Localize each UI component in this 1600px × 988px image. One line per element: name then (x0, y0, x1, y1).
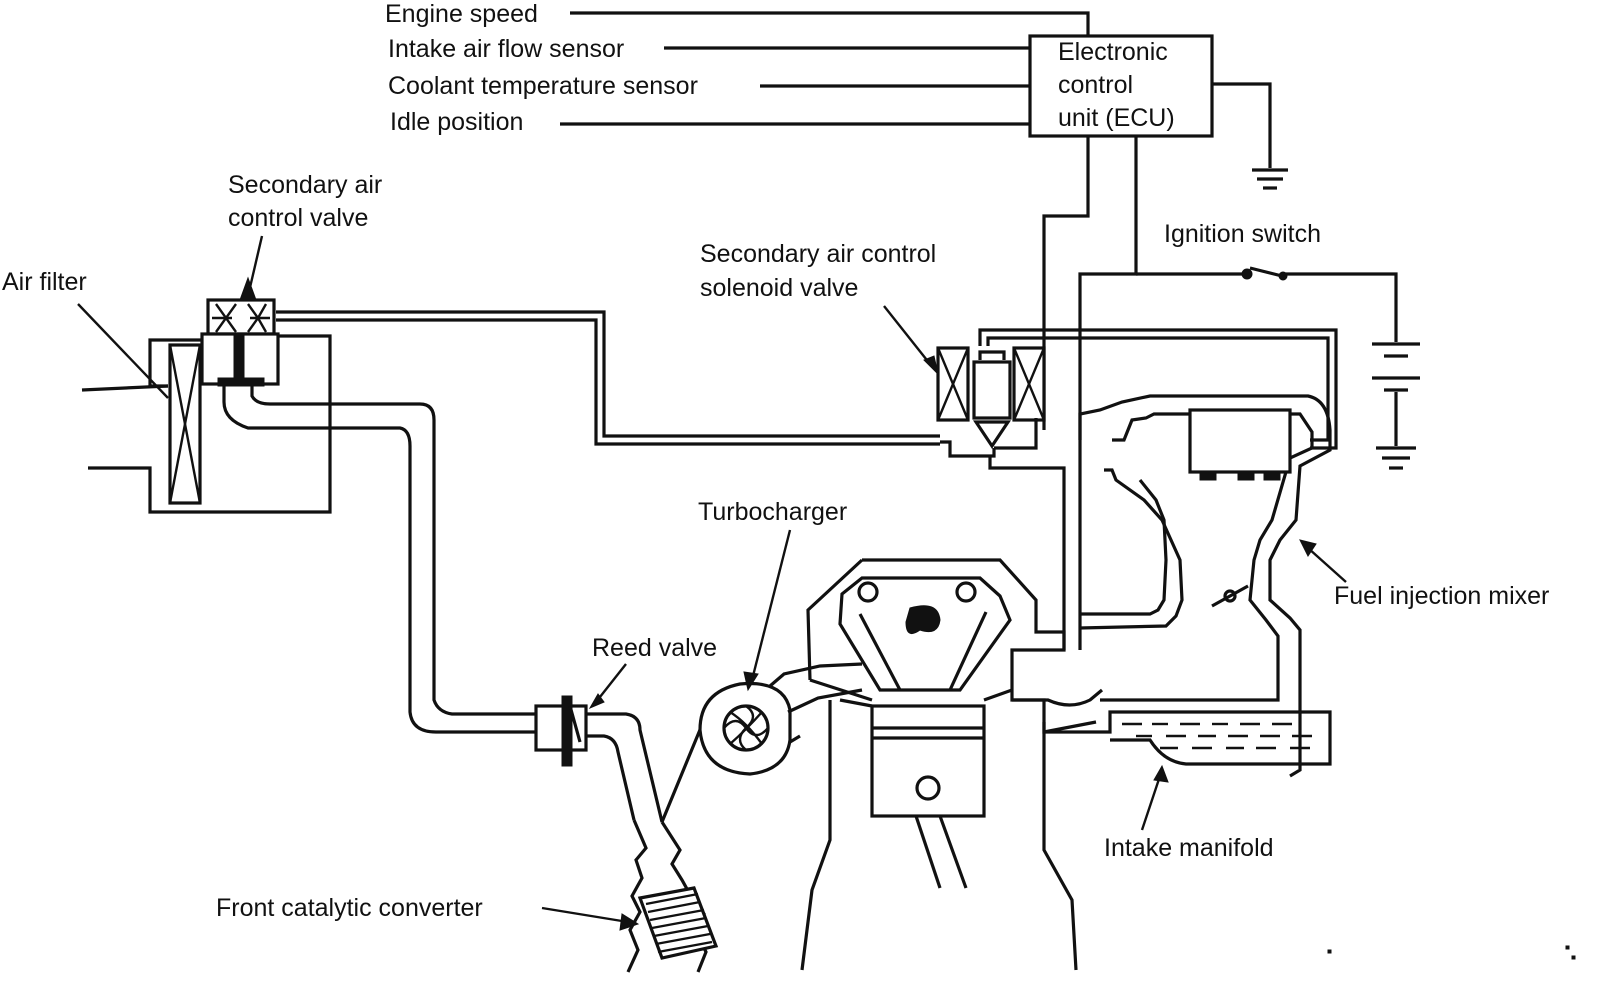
front-catalytic-converter-label: Front catalytic converter (216, 894, 483, 922)
air-filter: Air filter (2, 268, 332, 514)
catalytic-converter-leader (541, 906, 629, 924)
ecu-label-line-3: unit (ECU) (1058, 104, 1175, 132)
reed-valve: Reed valve (534, 634, 717, 823)
ecu-output-wires: Ignition switch (1042, 136, 1398, 650)
intake-manifold-leader (1140, 775, 1162, 831)
intake-air-flow-sensor-label: Intake air flow sensor (388, 35, 624, 63)
air-filter-leader (77, 303, 169, 399)
ecu-label-line-2: control (1058, 71, 1133, 99)
vacuum-line (276, 310, 940, 446)
solenoid-valve-leader (883, 305, 931, 365)
secondary-air-control-valve-label-1: Secondary air (228, 171, 382, 199)
intake-manifold-label: Intake manifold (1104, 834, 1274, 862)
idle-position-label: Idle position (390, 108, 523, 136)
secondary-air-control-solenoid-valve: Secondary air control solenoid valve (700, 240, 1338, 650)
intake-manifold: Intake manifold (1042, 710, 1332, 862)
ecu-label-line-1: Electronic (1058, 38, 1168, 66)
fuel-injection-mixer-leader (1307, 547, 1347, 583)
secondary-air-control-valve-label-2: control valve (228, 204, 368, 232)
turbocharger: Turbocharger (698, 498, 863, 776)
solenoid-valve-label-1: Secondary air control (700, 240, 936, 268)
secondary-air-control-valve: Secondary air control valve (200, 171, 382, 387)
ecu-ground-symbol (1212, 82, 1288, 190)
ignition-switch-blade (1249, 266, 1283, 278)
coolant-temperature-sensor-label: Coolant temperature sensor (388, 72, 698, 100)
scan-specks (1327, 945, 1576, 960)
fuel-injector-body (1188, 408, 1292, 474)
ecu-input-signals: Engine speed Intake air flow sensor Cool… (385, 0, 1090, 136)
ignition-switch-contact (1241, 268, 1253, 280)
fuel-injection-mixer: Fuel injection mixer (1078, 394, 1549, 778)
ecu-block: Electronic control unit (ECU) (1028, 34, 1214, 138)
engine (800, 558, 1104, 971)
secondary-air-pipe (222, 386, 536, 734)
front-catalytic-converter: Front catalytic converter (216, 886, 719, 960)
turbocharger-label: Turbocharger (698, 498, 847, 526)
reed-valve-leader (595, 663, 627, 703)
battery-symbol (1372, 342, 1420, 470)
turbocharger-leader (750, 529, 792, 681)
throttle-valve (1223, 589, 1237, 603)
ignition-switch-label: Ignition switch (1164, 220, 1321, 248)
solenoid-valve-label-2: solenoid valve (700, 274, 858, 302)
reed-valve-label: Reed valve (592, 634, 717, 662)
engine-speed-line (570, 11, 1090, 36)
air-filter-label: Air filter (2, 268, 87, 296)
fuel-injection-mixer-label: Fuel injection mixer (1334, 582, 1549, 610)
engine-speed-label: Engine speed (385, 0, 538, 28)
